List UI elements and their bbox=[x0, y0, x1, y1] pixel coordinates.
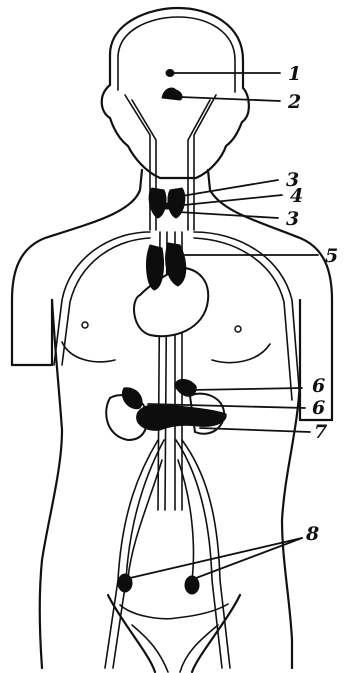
leader-6a bbox=[190, 388, 302, 390]
label-1: 1 bbox=[288, 63, 301, 85]
vessel-right-subclavian-b bbox=[194, 238, 292, 400]
skull-inner bbox=[118, 17, 235, 92]
left-gonad bbox=[118, 574, 132, 592]
vessel-left-carotid-a bbox=[125, 95, 150, 230]
label-3b: 3 bbox=[286, 208, 299, 230]
vessel-left-gonadal bbox=[128, 460, 162, 578]
leader-3b bbox=[178, 212, 278, 218]
vessel-right-carotid-b bbox=[194, 95, 216, 230]
vessel-right-subclavian-a bbox=[194, 232, 300, 400]
left-nipple bbox=[82, 322, 88, 328]
pelvis-curve bbox=[108, 595, 240, 672]
leader-2 bbox=[180, 97, 280, 101]
thyroid-isthmus bbox=[162, 203, 172, 209]
right-chest-curve bbox=[212, 344, 270, 363]
label-8: 8 bbox=[305, 523, 319, 545]
right-nipple bbox=[235, 326, 241, 332]
pituitary-gland bbox=[162, 88, 182, 100]
glands bbox=[106, 70, 226, 595]
label-4: 4 bbox=[290, 185, 303, 207]
left-torso-side bbox=[40, 300, 62, 668]
left-chest-curve bbox=[62, 342, 115, 362]
label-6b: 6 bbox=[312, 397, 325, 419]
right-gonad bbox=[185, 576, 199, 594]
label-7: 7 bbox=[314, 421, 327, 443]
vessel-right-gonadal bbox=[178, 460, 193, 580]
label-5: 5 bbox=[325, 245, 338, 267]
label-2: 2 bbox=[287, 91, 301, 113]
label-6a: 6 bbox=[312, 375, 325, 397]
vessel-right-carotid-a bbox=[188, 100, 210, 230]
number-labels: 1 2 3 4 3 5 6 6 7 8 bbox=[286, 63, 338, 545]
leader-3a bbox=[182, 180, 278, 196]
body-outline bbox=[12, 8, 332, 672]
right-torso-side bbox=[282, 380, 300, 668]
vessel-right-iliac-b bbox=[182, 440, 230, 668]
pineal-gland bbox=[166, 70, 174, 77]
right-adrenal-gland bbox=[175, 379, 196, 396]
left-arm-edge bbox=[12, 300, 52, 365]
pelvis-inner bbox=[120, 604, 228, 619]
leader-8a bbox=[130, 538, 302, 578]
leader-4 bbox=[184, 195, 282, 205]
thymus-left bbox=[147, 245, 164, 290]
